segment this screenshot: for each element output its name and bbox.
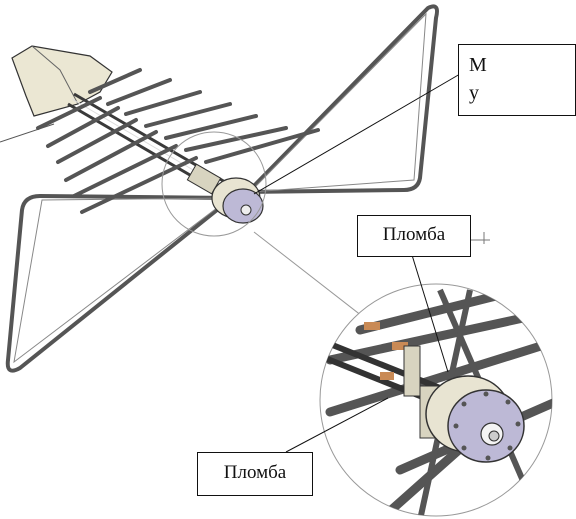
bowtie-loop-right-inner: [248, 12, 427, 193]
bowtie-loop-left: [5, 193, 238, 373]
callout-top-line2: у: [469, 82, 479, 104]
pointer-line-left: [0, 123, 55, 143]
bowtie-loop-left-inner: [13, 197, 232, 364]
seal-label-lower: Пломба: [197, 452, 313, 496]
callout-top-line1: М: [469, 54, 487, 76]
detail-circle-small: [161, 131, 267, 237]
horn-fold: [31, 45, 79, 105]
leader-seal-upper: [411, 254, 449, 373]
feed-connector: [240, 204, 252, 216]
leader-top-callout: [253, 73, 461, 195]
bowtie-loop-right: [243, 4, 439, 195]
leader-seal-lower: [285, 397, 389, 453]
zoomed-feed-detail: [320, 284, 552, 516]
callout-top: М у: [458, 44, 576, 116]
dipole-elements: [36, 68, 320, 214]
horn-element: [11, 45, 113, 117]
seal-label-upper: Пломба: [357, 215, 471, 257]
